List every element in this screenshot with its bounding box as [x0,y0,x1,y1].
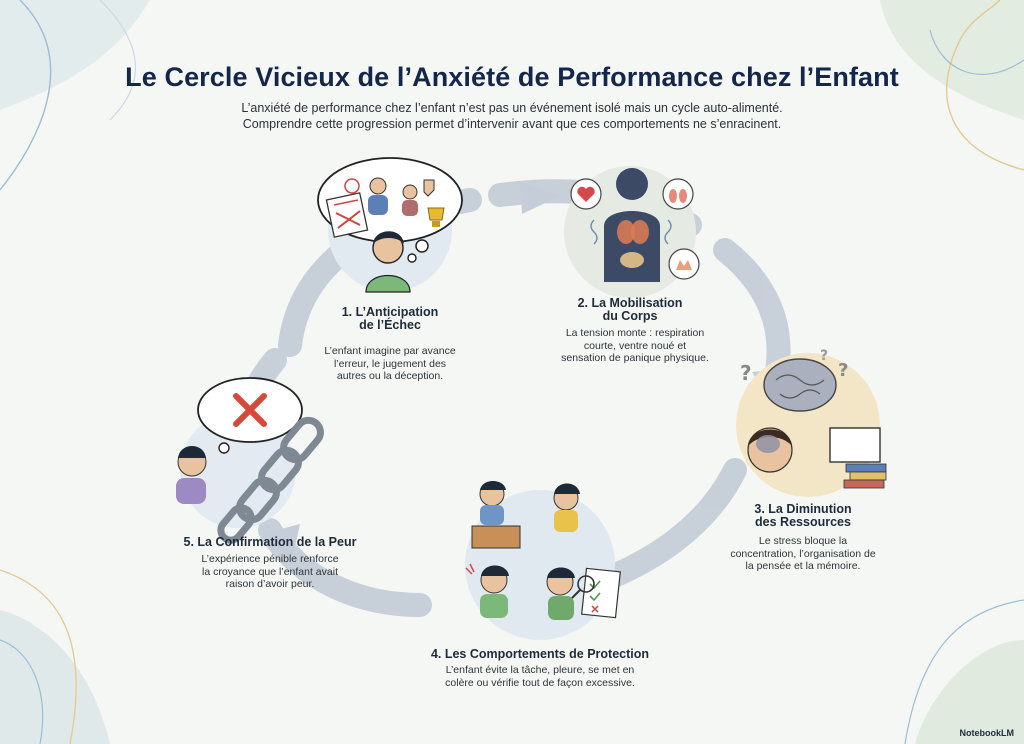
trophy-icon [427,207,445,227]
child-head-icon [747,427,793,473]
step-1-description: L’enfant imagine par avance l’erreur, le… [295,345,485,383]
heart-icon [570,178,602,210]
step-title-line: 1. L’Anticipation [341,305,439,319]
step-desc-line: courte, ventre noué et [583,339,687,352]
step-desc-line: L’enfant imagine par avance [324,345,456,357]
step-title-line: 3. La Diminution [754,502,852,516]
failed-test-paper-icon [325,192,369,238]
step-title-line: 5. La Confirmation de la Peur [183,535,357,549]
error-cross-icon [344,178,360,194]
step-desc-line: Le stress bloque la [758,535,848,547]
step-title-line: 4. Les Comportements de Protection [430,647,650,661]
magnifier-icon [571,575,595,599]
angry-child-icon [465,563,509,618]
books-icon [843,463,887,489]
question-mark-icon: ? [820,348,828,364]
body-silhouette-icon [604,168,660,282]
cycle-arrow-head [262,524,300,560]
step-desc-line: L’expérience pénible renforce [201,553,339,565]
step-desc-line: sensation de panique physique. [561,352,709,364]
step-4-description: L’enfant évite la tâche, pleure, se met … [400,664,680,689]
lungs-icon [662,178,694,210]
step-title-line: des Ressources [755,515,851,529]
step-desc-line: raison d’avoir peur. [225,578,315,590]
step-5-description: L’expérience pénible renforce la croyanc… [170,553,370,591]
hands-icon [668,248,700,280]
step-5-title: 5. La Confirmation de la Peur [160,536,380,549]
step-4-title: 4. Les Comportements de Protection [390,648,690,661]
step-desc-line: la croyance que l’enfant avait [201,565,338,578]
page-title: Le Cercle Vicieux de l’Anxiété de Perfor… [125,62,899,92]
subtitle-line: L’anxiété de performance chez l’enfant n… [241,101,783,115]
step-desc-line: autres ou la déception. [336,370,444,382]
question-mark-icon: ? [838,360,848,381]
brand-label: NotebookLM [959,728,1015,738]
crying-child-icon [553,483,580,532]
step-2-description: La tension monte : respiration courte, v… [535,327,735,365]
step-desc-line: la pensée et la mémoire. [745,560,861,572]
step-desc-line: L’enfant évite la tâche, pleure, se met … [445,664,635,676]
step-2-title: 2. La Mobilisation du Corps [540,297,720,323]
step-1-title: 1. L’Anticipation de l’Échec [300,306,480,332]
step-title-line: de l’Échec [359,318,421,332]
page-subtitle: L’anxiété de performance chez l’enfant n… [150,100,874,132]
step-title-line: 2. La Mobilisation [577,296,683,310]
subtitle-line: Comprendre cette progression permet d’in… [242,117,782,131]
step-desc-line: colère ou vérifie tout de façon excessiv… [445,676,635,689]
checking-child-icon [546,567,575,620]
cycle-arrow-head [520,182,560,214]
error-cross-icon [233,393,267,427]
step-desc-line: concentration, l’organisation de [730,547,876,560]
judging-people-icon [368,177,418,216]
question-mark-icon: ? [740,361,752,385]
step-title-line: du Corps [602,309,658,323]
step-desc-line: La tension monte : respiration [565,327,705,339]
step-desc-line: l’erreur, le jugement des [333,357,447,370]
step-3-title: 3. La Diminution des Ressources [713,503,893,529]
avoiding-child-icon [471,481,521,549]
blackboard-icon [829,427,881,463]
anxious-child-icon [365,231,411,293]
chain-icon [217,416,324,544]
step-3-description: Le stress bloque la concentration, l’org… [703,535,903,573]
sad-child-icon [176,446,207,504]
thumbs-down-icon [423,179,435,197]
brain-icon [763,358,837,412]
